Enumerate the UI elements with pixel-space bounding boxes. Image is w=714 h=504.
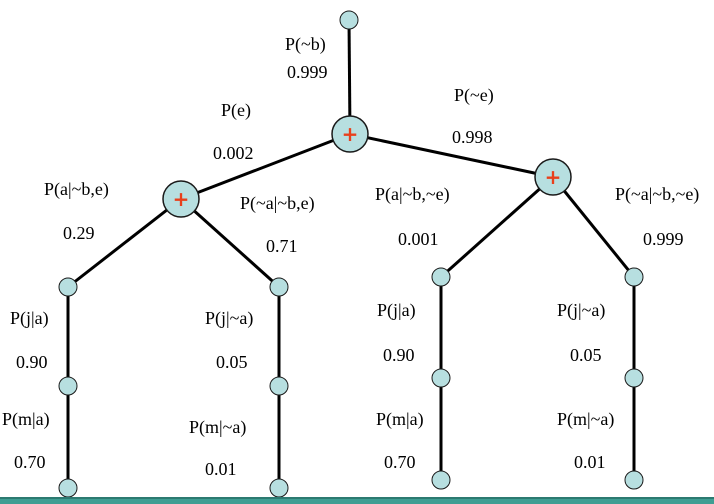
leaf-node-b-mid [269,376,289,396]
leaf-node-c-top [431,267,451,287]
tree-nodes: + + + [58,10,644,498]
leaf-circle [58,376,78,396]
label-p-a-given-notb-note: P(a|~b,~e) [375,184,450,204]
label-d-p-j-given-nota-value: 0.05 [570,345,602,365]
leaf-node-root [339,10,359,30]
leaf-node-d-bot [624,470,644,490]
footer-bar [0,497,714,504]
leaf-circle [269,376,289,396]
label-p-a-given-notb-e: P(a|~b,e) [44,179,109,199]
edge-sum-top-to-sum-left [180,132,351,201]
label-c-p-m-given-a: P(m|a) [376,409,424,429]
label-p-nota-given-notb-note: P(~a|~b,~e) [615,184,700,204]
label-c-p-j-given-a-value: 0.90 [383,345,415,365]
edge-sum-right-to-c-top [440,175,554,279]
edge-sum-right-to-d-top [551,176,636,278]
sum-node-sum-top: + [331,115,369,153]
leaf-circle [431,368,451,388]
label-b-p-j-given-nota-value: 0.05 [216,352,248,372]
plus-sign: + [173,187,190,211]
label-a-p-j-given-a: P(j|a) [10,308,49,328]
label-p-not-e: P(~e) [454,85,494,105]
leaf-circle [431,267,451,287]
label-b-p-m-given-nota-value: 0.01 [205,459,237,479]
sum-circle [331,115,369,153]
edge-sum-top-to-sum-right [349,132,554,179]
label-a-p-m-given-a-value: 0.70 [14,452,46,472]
leaf-node-c-mid [431,368,451,388]
label-c-p-j-given-a: P(j|a) [377,300,416,320]
edge-sum-left-to-a-top [67,197,182,289]
tree-edges [66,19,636,488]
label-p-not-b: P(~b) [285,34,326,54]
leaf-node-b-top [269,277,289,297]
leaf-circle [624,267,644,287]
leaf-circle [624,368,644,388]
sum-node-sum-left: + [162,180,200,218]
leaf-node-d-top [624,267,644,287]
leaf-circle [624,470,644,490]
label-a-p-j-given-a-value: 0.90 [16,352,48,372]
label-d-p-j-given-nota: P(j|~a) [557,300,606,320]
label-p-not-b-value: 0.999 [287,62,328,82]
label-p-nota-given-notb-note-value: 0.999 [643,229,684,249]
plus-sign: + [545,165,562,189]
leaf-node-d-mid [624,368,644,388]
label-p-not-e-value: 0.998 [452,127,493,147]
label-c-p-m-given-a-value: 0.70 [384,452,416,472]
sum-circle [162,180,200,218]
leaf-node-c-bot [431,470,451,490]
sum-node-sum-right: + [534,158,572,196]
leaf-circle [269,277,289,297]
label-d-p-m-given-nota-value: 0.01 [574,452,606,472]
label-p-e: P(e) [221,100,251,120]
label-p-nota-given-notb-e: P(~a|~b,e) [240,193,315,213]
leaf-circle [58,478,78,498]
leaf-circle [431,470,451,490]
leaf-circle [339,10,359,30]
leaf-circle [269,478,289,498]
plus-sign: + [342,122,359,146]
label-p-nota-given-notb-e-value: 0.71 [266,236,298,256]
sum-circle [534,158,572,196]
label-p-a-given-notb-note-value: 0.001 [398,229,439,249]
label-p-a-given-notb-e-value: 0.29 [63,223,95,243]
label-a-p-m-given-a: P(m|a) [2,409,50,429]
leaf-node-a-top [58,277,78,297]
footer-bar-edge [0,497,714,499]
label-d-p-m-given-nota: P(m|~a) [557,409,615,429]
edge-sum-left-to-b-top [179,197,281,289]
label-b-p-j-given-nota: P(j|~a) [205,308,254,328]
edge-root-to-sum-top [347,19,352,135]
leaf-node-a-mid [58,376,78,396]
leaf-node-a-bot [58,478,78,498]
leaf-circle [58,277,78,297]
label-b-p-m-given-nota: P(m|~a) [189,417,247,437]
label-p-e-value: 0.002 [213,143,254,163]
leaf-node-b-bot [269,478,289,498]
